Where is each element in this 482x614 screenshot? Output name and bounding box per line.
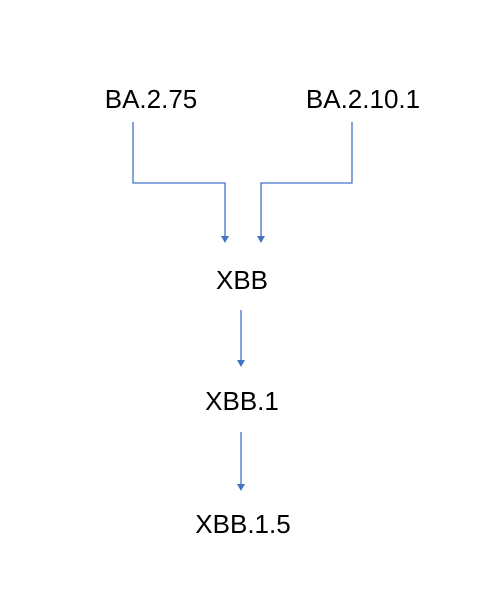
node-xbb-1: XBB.1 <box>205 386 279 416</box>
arrowhead-xbb-to-xbb1 <box>237 360 245 367</box>
arrowhead-ba275-to-xbb <box>221 236 229 243</box>
node-ba-2-10-1: BA.2.10.1 <box>305 84 421 114</box>
node-ba-2-75: BA.2.75 <box>104 84 198 114</box>
node-xbb: XBB <box>215 265 269 295</box>
arrowhead-xbb1-to-xbb15 <box>237 484 245 491</box>
node-xbb-1-5: XBB.1.5 <box>195 509 291 539</box>
arrowhead-ba2101-to-xbb <box>257 236 265 243</box>
edge-ba275-to-xbb <box>132 122 226 238</box>
edge-ba2101-to-xbb <box>260 122 353 238</box>
